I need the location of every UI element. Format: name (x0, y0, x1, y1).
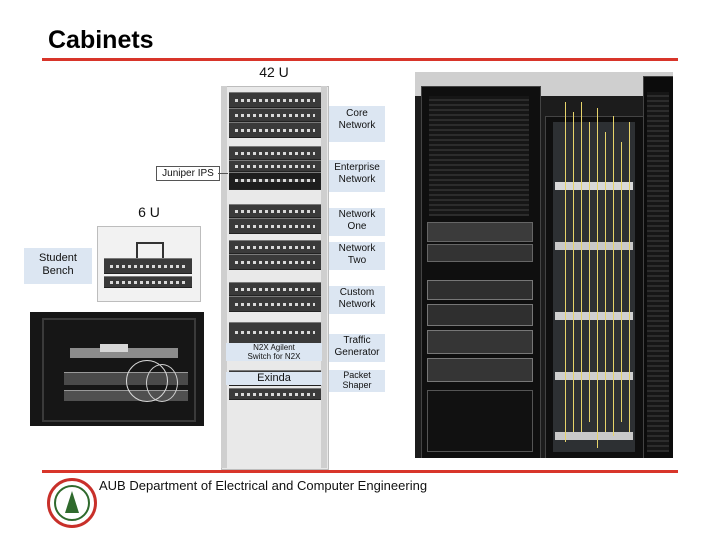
rack-unit (229, 92, 321, 108)
segment-enterprise-network: Enterprise Network (329, 160, 385, 192)
segment-line: Generator (334, 347, 380, 358)
segment-line: Network (338, 243, 376, 254)
student-bench-photo (30, 312, 204, 426)
rack-unit (229, 218, 321, 234)
segment-line: Network (338, 299, 376, 310)
segment-line: One (347, 221, 367, 232)
bottom-divider (42, 470, 678, 473)
segment-line: Enterprise (334, 162, 380, 173)
n2x-label: N2X Agilent Switch for N2X (226, 343, 322, 361)
juniper-ips-label: Juniper IPS (156, 166, 220, 181)
bench-unit (104, 276, 192, 288)
server-cabinets-photo (415, 72, 673, 458)
segment-line: Traffic (343, 335, 371, 346)
segment-line: Custom (339, 287, 375, 298)
rack-unit (229, 282, 321, 296)
segment-line: Core (346, 108, 368, 119)
bench-device (136, 242, 164, 258)
segment-network-one: Network One (329, 208, 385, 236)
rack-6u-label: 6 U (138, 204, 160, 220)
rack-unit (229, 240, 321, 254)
slide-title: Cabinets (48, 26, 154, 54)
segment-packet-shaper: Packet Shaper (329, 370, 385, 392)
segment-line: Two (347, 255, 367, 266)
segment-line: Network (338, 209, 376, 220)
rack-rail-right (321, 86, 327, 468)
n2x-label-line: N2X Agilent (253, 343, 295, 352)
rack-unit (229, 122, 321, 138)
student-bench-line: Bench (42, 265, 74, 277)
rack-unit (229, 204, 321, 218)
juniper-ips-unit (229, 172, 321, 190)
rack-unit (229, 108, 321, 122)
juniper-connector (218, 173, 228, 174)
rack-rail-left (221, 86, 227, 468)
cedar-icon (65, 491, 79, 513)
rack-42u-diagram (221, 86, 329, 470)
footer-text: AUB Department of Electrical and Compute… (99, 478, 428, 493)
rack-unit (229, 296, 321, 312)
rack-42u-label: 42 U (259, 64, 289, 80)
student-bench-label: Student Bench (24, 248, 92, 284)
segment-line: Network (338, 174, 376, 185)
rack-unit (229, 160, 321, 172)
bench-unit (104, 258, 192, 274)
segment-custom-network: Custom Network (329, 286, 385, 314)
rack-unit (229, 322, 321, 344)
top-divider (42, 58, 678, 61)
segment-line: Shaper (342, 380, 372, 390)
segment-traffic-generator: Traffic Generator (329, 334, 385, 362)
segment-line: Network (338, 120, 376, 131)
rack-unit (229, 254, 321, 270)
exinda-label: Exinda (226, 372, 322, 385)
student-bench-line: Student (39, 252, 77, 264)
segment-core-network: Core Network (329, 106, 385, 142)
rack-unit (229, 146, 321, 160)
n2x-label-line: Switch for N2X (247, 352, 301, 361)
segment-line: Packet (343, 370, 371, 380)
segment-network-two: Network Two (329, 242, 385, 270)
rack-unit (229, 388, 321, 400)
